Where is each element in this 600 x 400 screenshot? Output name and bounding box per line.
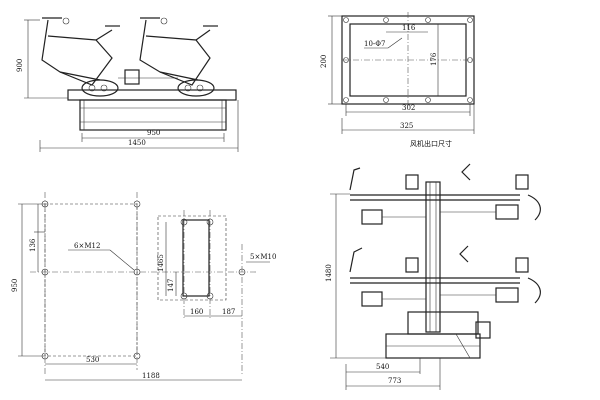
bike-base-dim: 950 — [147, 129, 160, 137]
mount-overall-dim: 1188 — [142, 372, 160, 380]
bike-side-view: 900 950 1450 — [16, 17, 239, 152]
inner-plate-view: 1465 147 160 187 5×M10 — [157, 210, 276, 320]
fan-inner-width: 116 — [402, 24, 416, 32]
bike-overall-dim: 1450 — [128, 139, 146, 147]
plate-width-dim: 160 — [190, 308, 203, 316]
fan-outlet-caption: 风机出口尺寸 — [410, 139, 452, 148]
fan-outer-width: 325 — [400, 122, 413, 130]
fan-outlet-view: 10-Φ7 116 176 200 302 325 风机出口尺寸 — [320, 12, 475, 148]
plate-hole-label: 5×M10 — [250, 253, 276, 261]
plate-height-dim: 1465 — [157, 254, 165, 272]
plate-small-dim: 147 — [167, 279, 175, 292]
fan-mid-width: 302 — [402, 104, 415, 112]
fan-holes-label: 10-Φ7 — [364, 40, 385, 48]
mount-depth-dim: 950 — [11, 279, 19, 292]
rack-overall-dim: 773 — [388, 377, 401, 385]
rack-height-dim: 1480 — [325, 264, 333, 282]
rack-side-view: 1480 540 773 — [325, 163, 541, 390]
rack-depth-dim: 540 — [376, 363, 389, 371]
fan-inner-height: 176 — [430, 52, 438, 66]
mount-bottom-width: 530 — [86, 356, 99, 364]
plate-offset-dim: 187 — [222, 308, 235, 316]
mount-top-offset: 136 — [29, 238, 37, 252]
mount-plan-view: 950 136 6×M12 530 1188 — [11, 192, 256, 381]
mount-hole-label: 6×M12 — [74, 242, 100, 250]
fan-outer-height: 200 — [320, 55, 328, 68]
bike-height-dim: 900 — [16, 59, 24, 72]
